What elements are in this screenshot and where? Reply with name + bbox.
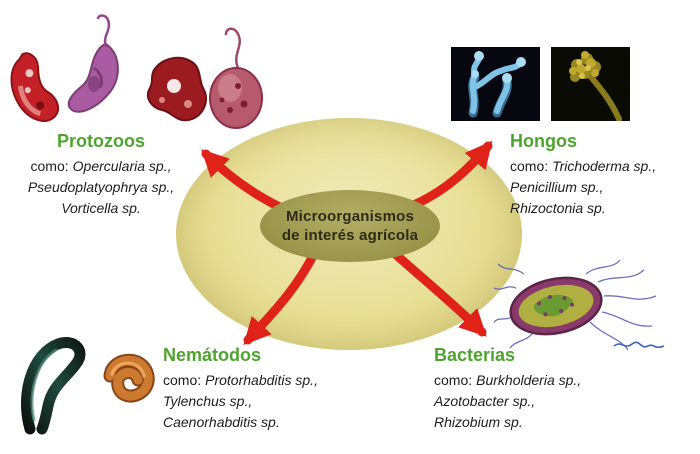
bacterias-line-1: como:Burkholderia sp.,: [434, 370, 646, 391]
nematodos-title: Nemátodos: [163, 345, 262, 365]
nematodos-line-2: Tylenchus sp.,: [163, 391, 375, 412]
hongos-line-3: Rhizoctonia sp.: [510, 198, 700, 219]
group-nematodos: Nemátodos como:Protorhabditis sp., Tylen…: [163, 345, 375, 433]
nematode-illustrations: [21, 337, 155, 435]
blue-fungus-icon: [451, 47, 540, 121]
protozoos-line-2: Pseudoplatyophrya sp.,: [0, 177, 202, 198]
red-bean-protozoan-icon: [10, 52, 59, 122]
blue-squiggle-icon: [613, 341, 665, 349]
protozoos-line-1: como:Opercularia sp.,: [0, 156, 202, 177]
species-name: Tylenchus sp.,: [163, 393, 253, 409]
flagella-icon: [494, 259, 657, 351]
species-name: Opercularia sp.,: [72, 158, 172, 174]
species-name: Burkholderia sp.,: [476, 372, 582, 388]
species-name: Protorhabditis sp.,: [205, 372, 318, 388]
hongos-title: Hongos: [510, 131, 577, 151]
group-protozoos: Protozoos como:Opercularia sp., Pseudopl…: [0, 131, 202, 219]
como-label: como:: [30, 158, 69, 174]
species-name: Azotobacter sp.,: [434, 393, 536, 409]
bacterium-illustration: [494, 259, 665, 351]
orange-coiled-nematode-icon: [103, 353, 155, 403]
bacterias-title: Bacterias: [434, 345, 516, 365]
species-name: Penicillium sp.,: [510, 179, 604, 195]
nematodos-line-3: Caenorhabditis sp.: [163, 412, 375, 433]
bacterias-line-2: Azotobacter sp.,: [434, 391, 646, 412]
ciliate-with-flagellum-icon: [209, 27, 263, 129]
arrow-to-nematodos-icon: [243, 241, 323, 345]
species-name: Pseudoplatyophrya sp.,: [27, 179, 175, 195]
protozoa-illustrations: [10, 14, 263, 129]
como-label: como:: [163, 372, 202, 388]
bacterias-line-3: Rhizobium sp.: [434, 412, 646, 433]
como-label: como:: [434, 372, 473, 388]
purple-flagellate-icon: [67, 14, 119, 113]
dark-green-nematode-icon: [21, 337, 86, 435]
nematodos-line-1: como:Protorhabditis sp.,: [163, 370, 375, 391]
arrow-to-bacterias-icon: [379, 239, 487, 337]
group-hongos: Hongos como:Trichoderma sp., Penicillium…: [510, 131, 700, 219]
protozoos-title: Protozoos: [57, 131, 145, 151]
protozoos-line-3: Vorticella sp.: [0, 198, 202, 219]
hongos-line-2: Penicillium sp.,: [510, 177, 700, 198]
species-name: Rhizoctonia sp.: [510, 200, 606, 216]
blue-fungus-micrograph: [451, 47, 540, 121]
group-bacterias: Bacterias como:Burkholderia sp., Azotoba…: [434, 345, 646, 433]
species-name: Rhizobium sp.: [434, 414, 523, 430]
species-name: Vorticella sp.: [61, 200, 141, 216]
yellow-fungus-icon: [551, 47, 630, 121]
hongos-line-1: como:Trichoderma sp.,: [510, 156, 700, 177]
yellow-fungus-micrograph: [551, 47, 630, 121]
como-label: como:: [510, 158, 549, 174]
bacterium-body-icon: [509, 276, 603, 336]
center-label: Microorganismos de interés agrícola: [260, 190, 440, 262]
species-name: Caenorhabditis sp.: [163, 414, 280, 430]
center-label-line2: de interés agrícola: [281, 227, 419, 244]
species-name: Trichoderma sp.,: [552, 158, 657, 174]
center-label-line1: Microorganismos: [285, 208, 415, 225]
dark-red-amoeba-icon: [146, 56, 207, 122]
